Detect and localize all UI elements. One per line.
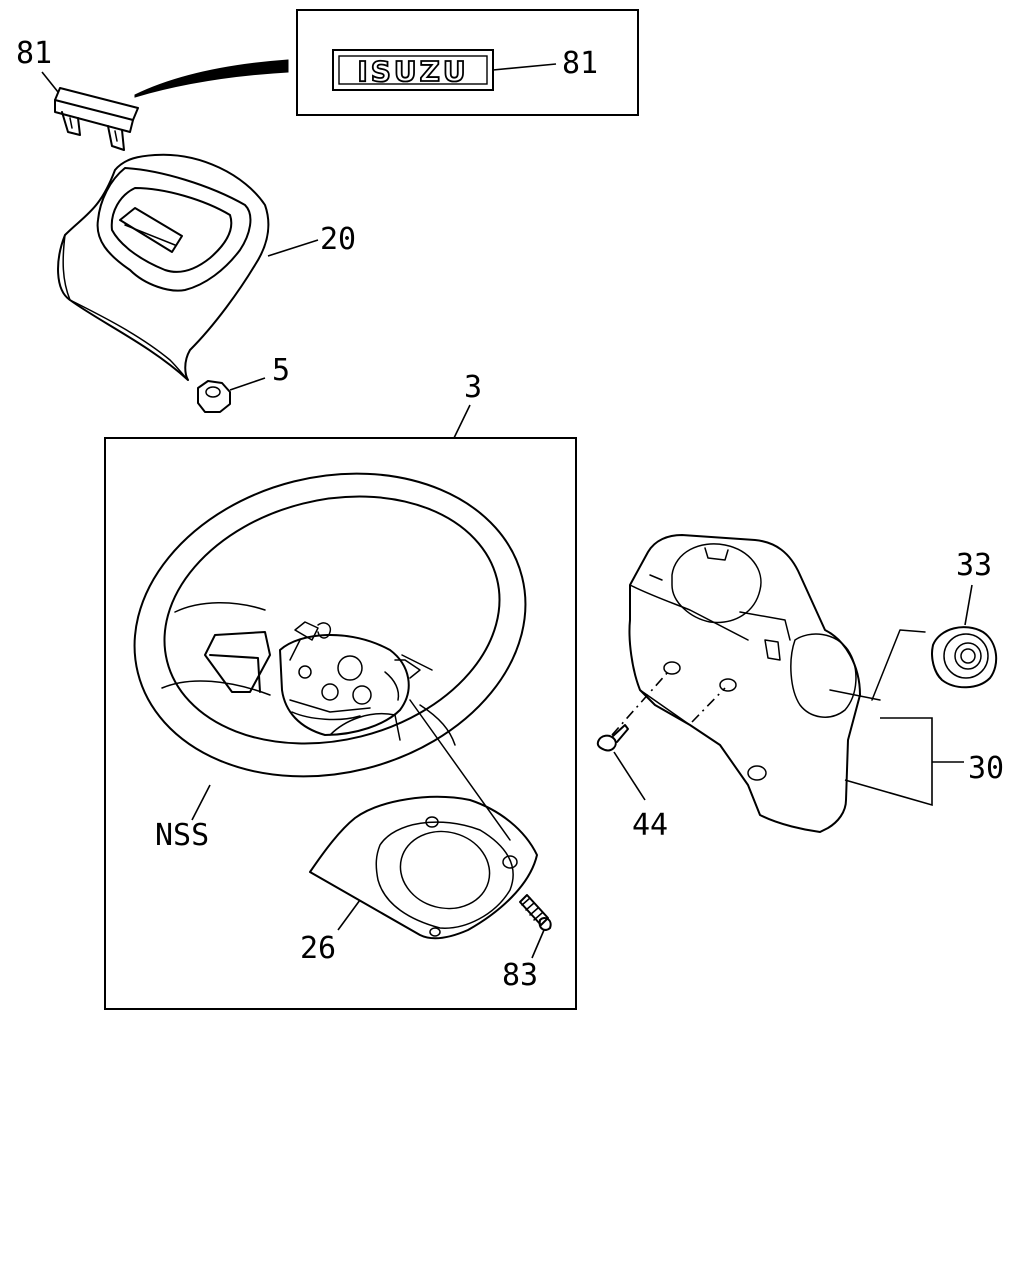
callout-5: 5 (272, 353, 290, 388)
callout-30: 30 (968, 751, 1004, 786)
callout-83: 83 (502, 958, 538, 993)
nut (197, 380, 231, 413)
column-screw (596, 724, 629, 752)
assembly-leader (453, 404, 471, 439)
emblem-inset-frame (296, 9, 639, 116)
isuzu-logo-inner (338, 55, 488, 85)
callout-81-part: 81 (16, 36, 52, 71)
emblem-part-leader (41, 71, 59, 93)
emblem-pointer-arrow (134, 59, 289, 98)
column-screw-leader (613, 751, 646, 801)
callout-26: 26 (300, 931, 336, 966)
screw-guide-2 (691, 687, 726, 723)
screw-guide-1 (611, 671, 669, 736)
steering-wheel-assembly-frame (104, 437, 577, 1010)
emblem-inset: ISUZU (296, 9, 639, 116)
lower-cover (309, 795, 538, 940)
steering-wheel (133, 472, 527, 778)
callout-81-inset: 81 (562, 46, 598, 81)
callout-33: 33 (956, 548, 992, 583)
callout-44: 44 (632, 808, 668, 843)
column-cover-leader (844, 717, 933, 807)
nut-leader (229, 377, 266, 391)
horn-pad (57, 153, 270, 381)
cover-screw (519, 894, 552, 931)
horn-pad-leader (267, 239, 319, 257)
column-cover (628, 534, 861, 833)
callout-3: 3 (464, 370, 482, 405)
horn-contact-guide-2 (829, 689, 881, 701)
horn-contact-guide (871, 629, 926, 701)
cover-assembly-guide (409, 699, 511, 841)
emblem-clip (54, 87, 139, 151)
cover-screw-leader (531, 929, 545, 959)
horn-contact-leader (964, 584, 973, 626)
steering-wheel-leader (191, 784, 211, 821)
horn-contact (931, 626, 998, 689)
lower-cover-leader (337, 899, 361, 931)
callout-20: 20 (320, 222, 356, 257)
emblem-inset-leader (492, 63, 557, 71)
callout-nss: NSS (155, 818, 209, 853)
isuzu-logo: ISUZU (357, 55, 468, 88)
